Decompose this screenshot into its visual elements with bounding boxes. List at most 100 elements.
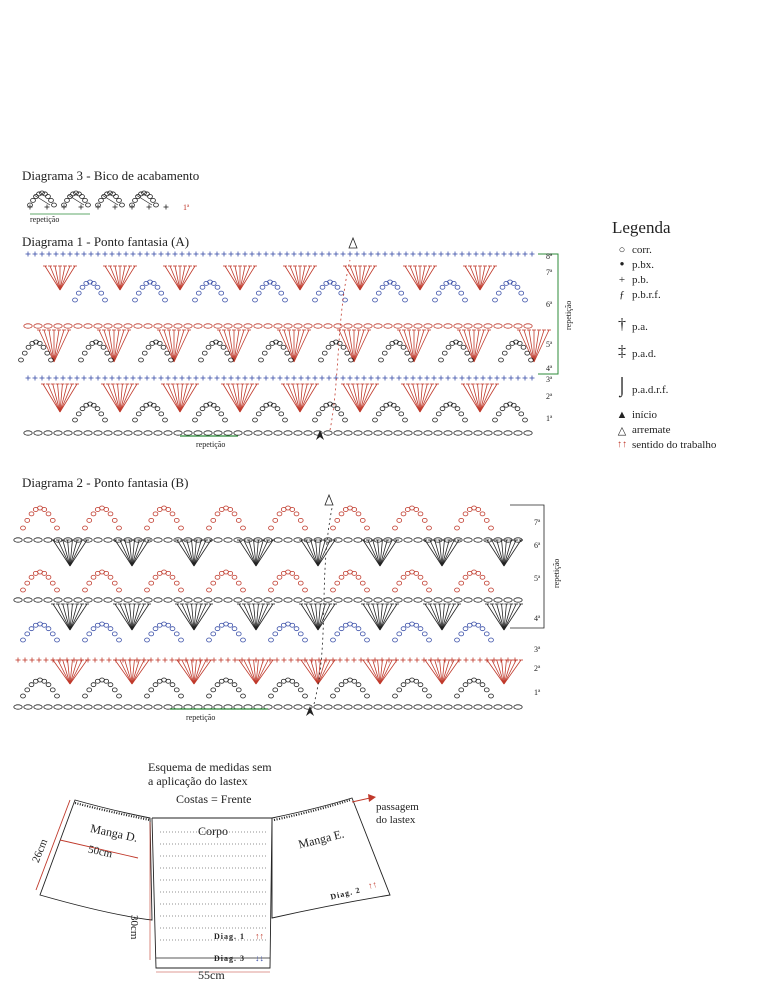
- d1-foundation-chain: [283, 430, 293, 436]
- d2-row4-fan: [114, 603, 133, 631]
- d1-row6-chain: [293, 323, 303, 329]
- d1-row1-arch: [207, 401, 213, 407]
- d2-row5-arch: [334, 580, 341, 586]
- d2-row1-arch: [240, 693, 246, 699]
- d1-row4-arch: [265, 344, 272, 350]
- d1-row5-fan: [528, 329, 535, 363]
- d2-row2-fan: [317, 659, 336, 685]
- d1-row2-fan: [479, 383, 488, 413]
- d1-row5-fan: [533, 329, 550, 363]
- d1-row1-arch: [402, 417, 408, 423]
- d2-row5-arch: [169, 574, 176, 580]
- d1-row7-fan: [479, 265, 496, 291]
- d1-row5-fan: [293, 329, 300, 363]
- d1-row4-arch: [44, 350, 51, 356]
- sleeve-height-dimension: [35, 799, 71, 891]
- d2-row2-fan: [496, 659, 505, 685]
- d1-row6-arch: [492, 297, 498, 303]
- d2-row2-fan: [441, 659, 450, 685]
- d2-row7-arch: [107, 511, 114, 517]
- d2-row4-fan: [119, 603, 133, 631]
- d2-row3-arch: [330, 637, 336, 643]
- d2-row6-fan: [491, 539, 505, 567]
- d1-row1-arch: [98, 411, 105, 417]
- d2-row2-fan: [305, 659, 319, 685]
- d2-row4-fan: [503, 603, 522, 631]
- d1-row2-fan: [479, 383, 493, 413]
- d2-row7-arch: [272, 517, 279, 523]
- d1-row1-arch: [330, 402, 337, 408]
- d2-row1-arch: [396, 687, 403, 693]
- d1-row6-chain: [303, 323, 313, 329]
- d1-row6-chain: [63, 323, 73, 329]
- body-width-label: 55cm: [198, 968, 225, 982]
- legend-item-start: ▲ início: [612, 409, 762, 423]
- d1-row4-arch: [348, 357, 354, 363]
- d1-row2-fan: [282, 383, 301, 413]
- d1-row7-fan: [469, 265, 481, 291]
- d2-row6-fan: [255, 539, 259, 567]
- d1-row6-chain: [513, 323, 523, 329]
- d1-row6-arch: [154, 284, 161, 290]
- d2-row1-arch: [49, 687, 56, 693]
- d2-row6-fan: [300, 539, 319, 567]
- d2-row5-arch: [417, 574, 424, 580]
- d1-foundation-chain: [33, 430, 43, 436]
- d2-row5-arch: [413, 570, 420, 576]
- d2-row1-arch: [355, 682, 362, 688]
- d1-row7-fan: [299, 265, 306, 291]
- d2-foundation-chain: [93, 704, 103, 710]
- d2-row7-arch: [152, 511, 159, 517]
- d1-row6-arch: [90, 280, 97, 286]
- d2-row6-chain: [493, 537, 503, 543]
- d2-row5-arch: [351, 570, 358, 576]
- d2-row5-arch: [392, 587, 398, 593]
- d1-row7-fan: [114, 265, 121, 291]
- d2-row6-chain: [313, 537, 323, 543]
- d2-row5-arch: [272, 580, 279, 586]
- d1-row2-fan: [359, 383, 368, 413]
- d2-row6-fan: [372, 539, 381, 567]
- d1-row6-arch: [98, 290, 105, 296]
- d2-row3-arch: [54, 637, 60, 643]
- d1-row2-fan: [359, 383, 378, 413]
- d1-row2-fan: [239, 383, 243, 413]
- d1-row1-arch: [450, 402, 457, 408]
- d1-row2-fan: [119, 383, 133, 413]
- d2-row1-arch: [413, 678, 420, 684]
- sleeve-right-outline: [271, 797, 391, 919]
- d1-row6-chain: [213, 323, 223, 329]
- d2-row6-fan: [114, 539, 133, 567]
- diagram3-repeat-label: repetição: [30, 215, 60, 224]
- d1-row1-arch: [199, 406, 206, 412]
- d1-row5-fan: [398, 329, 415, 363]
- d2-row3-arch: [297, 631, 304, 637]
- d2-foundation-chain: [483, 704, 493, 710]
- d2-row1-arch: [54, 693, 60, 699]
- d2-row6-chain: [33, 537, 43, 543]
- d2-row5-arch: [103, 570, 110, 576]
- d1-row5-fan: [223, 329, 235, 363]
- d1-row7-fan: [179, 265, 186, 291]
- d2-row4-fan: [503, 603, 512, 631]
- d2-row3-arch: [334, 631, 341, 637]
- legend-title: Legenda: [612, 218, 671, 237]
- d1-foundation-chain: [153, 430, 163, 436]
- diag3-arrows-icon: ↓↓: [255, 953, 264, 963]
- d2-row4-fan: [439, 603, 443, 631]
- d1-row1-arch: [334, 406, 341, 412]
- start-arrow-icon: ▲: [616, 409, 628, 421]
- d1-row1-arch: [435, 411, 442, 417]
- d2-row6-fan: [69, 539, 88, 567]
- d1-row2-fan: [419, 383, 433, 413]
- d2-row6-chain: [343, 537, 353, 543]
- d2-row6-fan: [503, 539, 512, 567]
- d2-row4-chain: [353, 597, 363, 603]
- d3-picot-arch: [107, 190, 113, 196]
- scheme-subtitle: Costas = Frente: [176, 792, 252, 806]
- d3-picot-arch: [138, 191, 144, 197]
- d2-row7-arch: [364, 525, 370, 531]
- d1-row7-fan: [354, 265, 361, 291]
- diag1-label: Diag. 1: [214, 932, 245, 941]
- d1-row1-arch: [447, 401, 453, 407]
